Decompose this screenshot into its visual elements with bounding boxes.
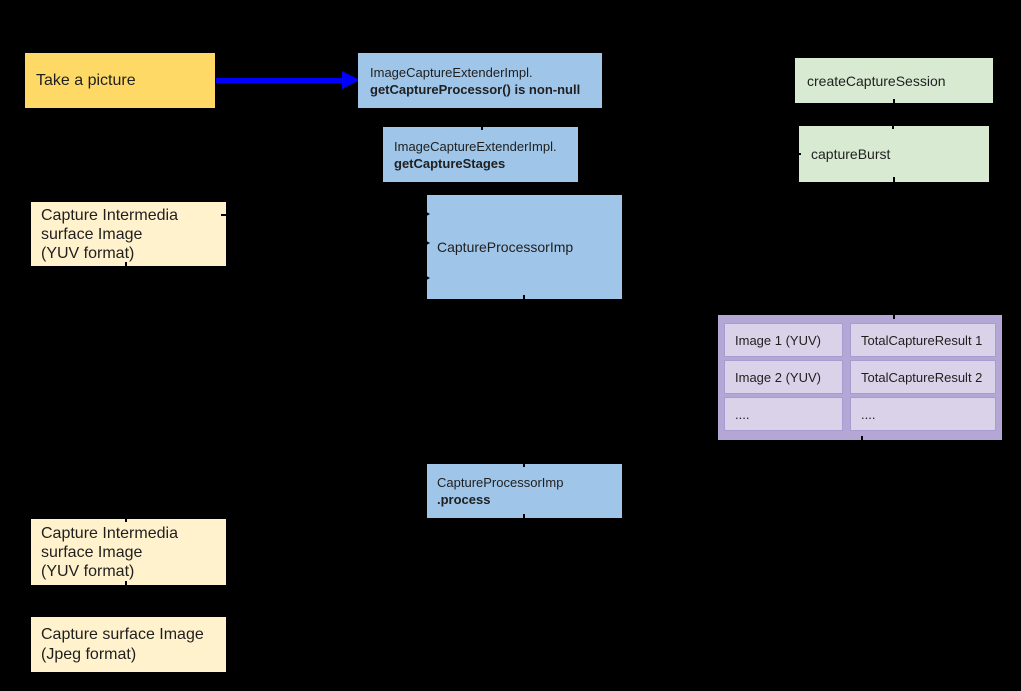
table-cell-total-capture-result-2: TotalCaptureResult 2 [850,360,996,394]
connector-stub [125,581,127,585]
node-take-a-picture: Take a picture [25,53,215,108]
connector-arrowhead-icon [421,238,430,248]
node-label-line2: getCaptureStages [394,155,506,171]
connector-stub [523,295,525,299]
node-label: CaptureProcessorImp [437,239,574,255]
node-label: Capture surface Image (Jpeg format) [41,625,204,663]
node-capture-burst: captureBurst [799,126,989,182]
node-capture-intermedia-surface-yuv-top: Capture Intermedia surface Image (YUV fo… [31,202,226,266]
node-label: Capture Intermedia surface Image (YUV fo… [41,524,178,580]
node-label: createCaptureSession [807,72,946,89]
connector-stub [125,519,127,522]
node-label-line2: getCaptureProcessor() is non-null [370,81,581,97]
connector-arrowhead-icon [421,273,430,283]
node-label-line1: ImageCaptureExtenderImpl. [370,64,533,80]
table-cell-total-capture-result-1: TotalCaptureResult 1 [850,323,996,357]
node-label: captureBurst [811,146,891,162]
node-capture-intermedia-surface-yuv-bottom: Capture Intermedia surface Image (YUV fo… [31,519,226,585]
node-capture-processor-process: CaptureProcessorImp .process [427,464,622,518]
connector-stub [893,177,895,182]
connector-stub [221,214,227,216]
connector-stub [125,262,127,266]
node-label-line1: CaptureProcessorImp [437,475,564,490]
node-create-capture-session: createCaptureSession [795,58,993,103]
connector-stub [523,464,525,467]
connector-arrowhead-icon [421,209,430,219]
node-get-capture-stages: ImageCaptureExtenderImpl. getCaptureStag… [383,127,578,182]
node-capture-processor-imp: CaptureProcessorImp [427,195,622,299]
connector-stub [796,153,801,155]
table-cell-image-1: Image 1 (YUV) [724,323,843,357]
flow-arrow-line [216,78,344,83]
table-cell-images-ellipsis: .... [724,397,843,431]
node-label: Take a picture [36,71,136,89]
connector-stub [893,315,895,319]
node-get-capture-processor: ImageCaptureExtenderImpl. getCaptureProc… [358,53,602,108]
connector-stub [523,514,525,518]
table-cell-results-ellipsis: .... [850,397,996,431]
node-label-line1: ImageCaptureExtenderImpl. [394,138,557,154]
node-capture-surface-jpeg: Capture surface Image (Jpeg format) [31,617,226,672]
table-cell-image-2: Image 2 (YUV) [724,360,843,394]
connector-stub [861,436,863,440]
connector-stub [893,99,895,103]
connector-stub [892,126,894,129]
results-table: Image 1 (YUV) TotalCaptureResult 1 Image… [718,315,1002,440]
connector-stub [481,127,483,130]
flow-arrow-head-icon [342,71,360,89]
node-label: Capture Intermedia surface Image (YUV fo… [41,206,178,262]
node-label-line2: .process [437,492,491,507]
